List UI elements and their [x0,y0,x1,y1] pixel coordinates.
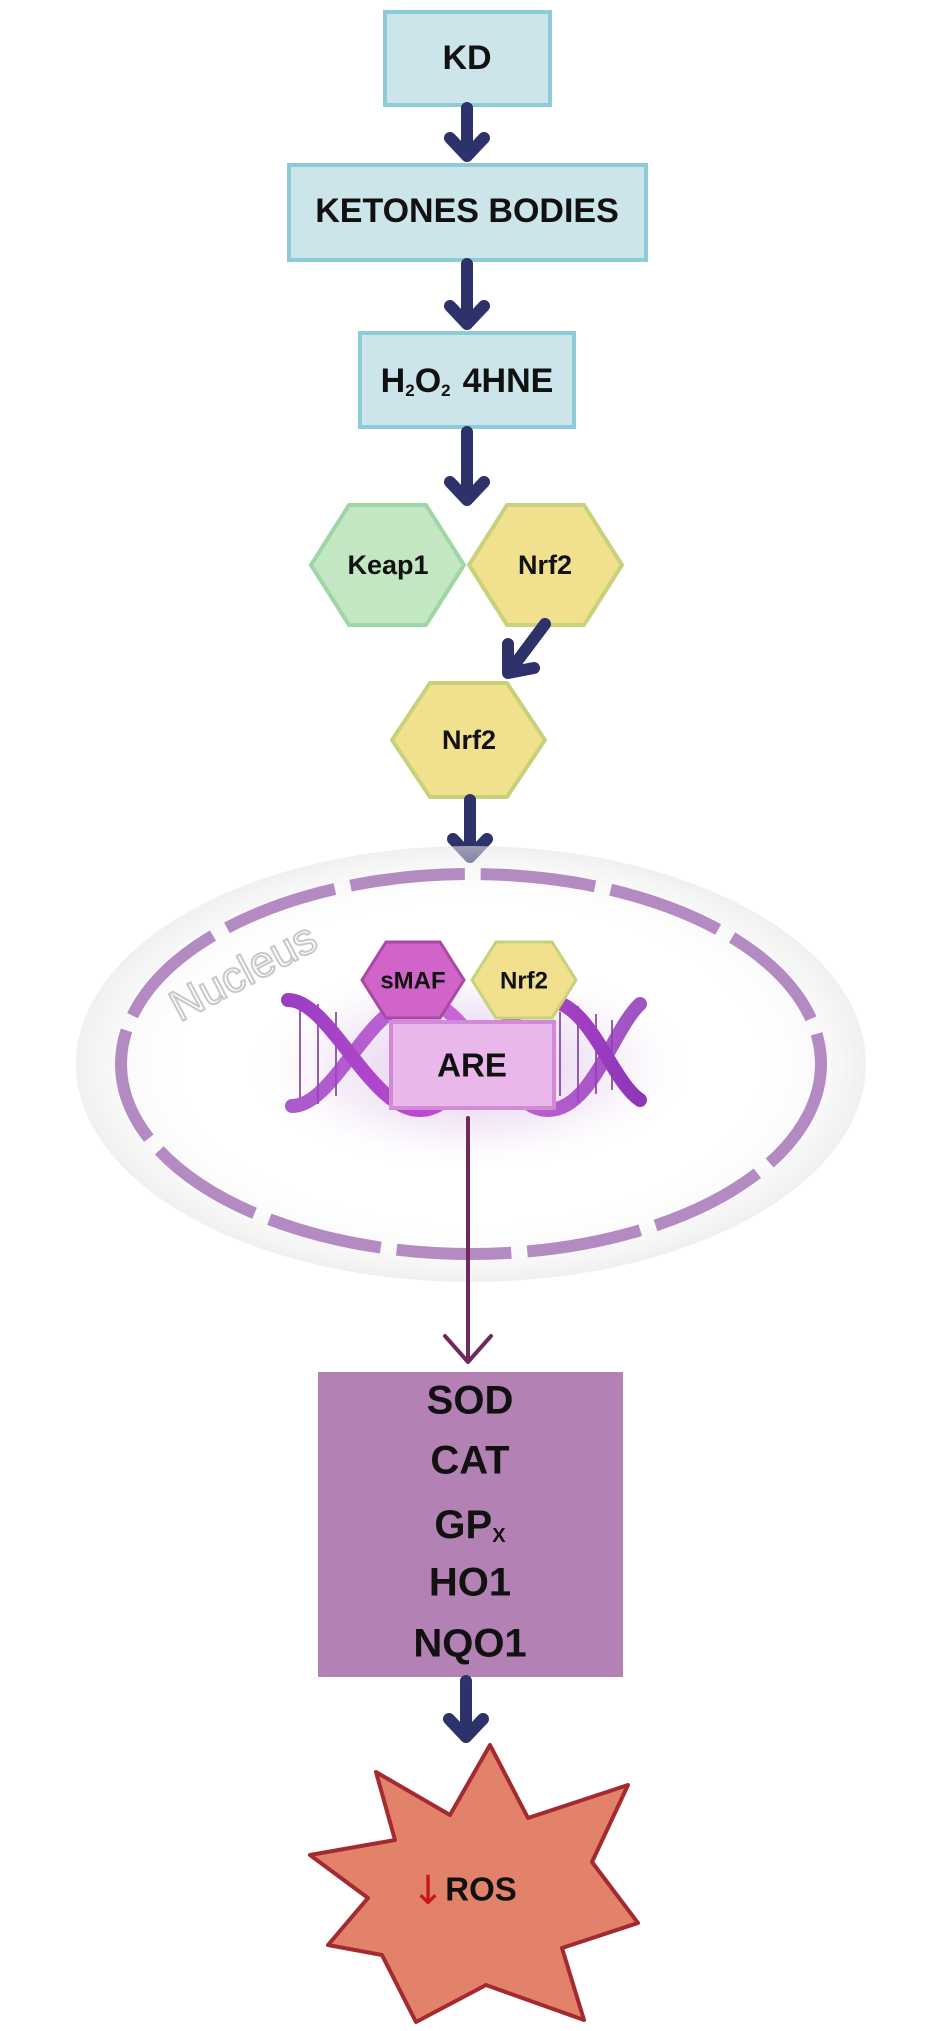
ketone-bodies-node: KETONES BODIES [287,163,648,262]
kd-label: KD [442,39,491,77]
enzyme-ho1: HO1 [429,1561,511,1605]
ros-star-shape [308,1743,640,2024]
ros-starburst: ↓ ROS [308,1743,640,2024]
arrow-kd-to-ketones [444,102,490,162]
smaf-hexagon: sMAF [360,940,466,1020]
enzyme-nqo1: NQO1 [413,1622,526,1666]
antioxidant-enzymes-box: SOD CAT GPX HO1 NQO1 [318,1372,623,1677]
enzyme-gpx: GPX [434,1503,506,1547]
arrow-nrf2-release [502,618,551,679]
nrf2-nuclear-label: Nrf2 [500,967,548,994]
nrf2-free-label: Nrf2 [442,725,496,755]
arrow-enzymes-to-ros [443,1675,489,1743]
nrf2-cytosol-label: Nrf2 [518,550,572,580]
ros-label: ROS [445,1871,517,1908]
kd-node: KD [383,10,552,107]
are-label: ARE [437,1047,507,1084]
smaf-label: sMAF [380,967,445,994]
ros-down-arrow: ↓ [411,1868,445,1914]
keap1-label: Keap1 [347,550,428,580]
nucleus-membrane [115,868,827,1260]
ketone-bodies-label: KETONES BODIES [315,192,619,230]
arrow-ketones-to-h2o2 [444,258,490,330]
nucleus: Nucleus sMAF Nrf2 [76,846,866,1282]
are-node: ARE [389,1020,556,1110]
arrow-h2o2-to-complex [444,426,490,506]
enzyme-cat: CAT [430,1439,509,1483]
nrf2-free-hexagon: Nrf2 [389,681,548,799]
arrow-are-to-enzymes [443,1116,493,1364]
enzyme-sod: SOD [427,1379,514,1423]
nrf2-nuclear-hexagon: Nrf2 [470,940,578,1020]
nrf2-cytosol-hexagon: Nrf2 [466,503,625,627]
keap1-hexagon: Keap1 [308,503,467,627]
